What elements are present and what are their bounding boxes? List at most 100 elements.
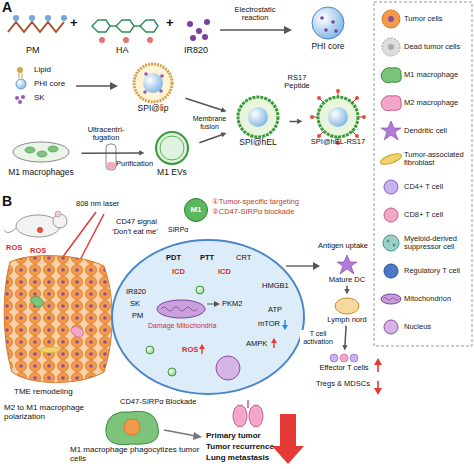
connector: [342, 326, 347, 351]
legend-text: M2 macrophage: [404, 99, 458, 107]
text-label: TME remodeling: [14, 388, 94, 397]
arrow-head: [344, 289, 349, 294]
connector-line: [289, 121, 297, 123]
connector: [289, 119, 302, 124]
node-label: SPI@hEL-RS17: [304, 138, 372, 146]
legend-item: M1 macrophage: [404, 62, 472, 88]
picture-space: [2, 130, 80, 168]
legend-text: Myeloid-derived suppressor cell: [404, 235, 472, 252]
connector-line: [345, 326, 346, 346]
edge-label: Membrane fusion: [191, 115, 228, 130]
text-label: HMGB1: [262, 282, 289, 290]
picture-space: [304, 96, 372, 138]
text-label: ‘Don’t eat me’: [112, 228, 158, 236]
node-label: Lymph nord: [322, 316, 372, 324]
picture-space: [228, 96, 288, 138]
text-label: Tregs & MDSCs: [316, 380, 374, 388]
picture-space: [296, 4, 360, 42]
text-label: HA: [116, 46, 129, 56]
text-label: Purification: [116, 160, 158, 168]
node-label: SPI@lip: [122, 104, 184, 113]
text-label: 808 nm laser: [76, 200, 119, 208]
legend-item: Tumor-associated fibroblast: [404, 146, 472, 172]
text-label: ROS: [6, 244, 22, 252]
node-label: SPI@hEL: [228, 138, 288, 147]
text-label: A: [2, 0, 12, 15]
edge-label: RS17 Peptide: [276, 74, 318, 91]
node-label: PHI core: [296, 42, 360, 51]
text-label: PM: [26, 46, 40, 56]
vesicle-node: M1 EVs: [146, 128, 198, 177]
picture-space: [322, 296, 372, 316]
legend-text: Tumor cells: [404, 15, 442, 23]
text-label: M1 macrophage phagocytizes tumor cells: [70, 446, 200, 464]
arrow-head: [221, 107, 227, 112]
legend-item: M2 macrophage: [404, 90, 472, 116]
legend-item: CD8+ T cell: [404, 202, 472, 228]
text-label: Damage Mitochondria: [148, 322, 220, 330]
node-label: Effector T cells: [316, 364, 372, 372]
picture-space: [322, 254, 372, 276]
text-label: SK: [130, 300, 140, 308]
legend-text: Dendritic cell: [404, 127, 447, 135]
text-label: Electrostatic reaction: [222, 6, 288, 23]
text-label: Tumor recurrence: [206, 443, 274, 452]
organ-node: Lymph nord: [322, 296, 372, 324]
text-label: M2 to M1 macrophage polarization: [4, 404, 96, 422]
particle-node: SPI@hEL-RS17: [304, 96, 372, 146]
text-label: CD47-SIRPα Blockade: [120, 398, 220, 406]
node-label: M1: [190, 206, 201, 215]
text-label: SIRPα: [168, 226, 188, 234]
text-label: ICD: [218, 268, 231, 276]
text-label: PHI core: [34, 80, 65, 89]
arrow-head: [221, 132, 227, 137]
text-label: ICD: [172, 268, 185, 276]
text-label: PTT: [200, 254, 214, 262]
text-label: mTOR: [258, 320, 280, 328]
legend-text: Dead tumor cells: [404, 43, 460, 51]
cell-node: Mature DC: [322, 254, 372, 284]
text-label: ②CD47-SIRPα blockade: [212, 208, 294, 216]
arrow-head: [342, 345, 347, 351]
node-label: Mature DC: [322, 276, 372, 284]
legend-text: Regulatory T cell: [404, 267, 460, 275]
text-label: Lipid: [34, 66, 51, 75]
legend-text: Tumor-associated fibroblast: [404, 151, 472, 168]
particle-node: PHI core: [296, 4, 360, 51]
text-label: Primary tumor: [206, 432, 261, 441]
text-label: SK: [34, 94, 45, 103]
text-label: B: [2, 194, 12, 209]
connector-line: [81, 152, 139, 154]
connector: [344, 286, 349, 295]
node-label: M1 EVs: [146, 168, 198, 177]
picture-space: [316, 352, 372, 364]
text-label: +: [70, 16, 78, 30]
connector-line: [185, 98, 221, 110]
text-label: AMPK: [246, 340, 267, 348]
legend-item: Tumor cells: [404, 6, 472, 32]
connector: [199, 132, 226, 142]
legend-item: Dendritic cell: [404, 118, 472, 144]
text-label: CRT: [236, 254, 251, 262]
connector: [81, 150, 144, 155]
m1-cell: M1: [184, 198, 208, 222]
text-label: Lung metastasis: [206, 454, 269, 463]
particle-node: SPI@hEL: [228, 96, 288, 147]
picture-space: [122, 62, 184, 104]
text-label: PKM2: [222, 300, 242, 308]
legend-text: Nucleus: [404, 323, 431, 331]
edge-label: Ultracentri-fugation: [82, 126, 130, 143]
cell-node: Effector T cells: [316, 352, 372, 372]
legend-item: CD4+ T cell: [404, 174, 472, 200]
text-label: ROS: [182, 346, 198, 354]
cell-culture-node: M1 macrophages: [2, 130, 80, 177]
text-label: ROS: [30, 247, 46, 255]
legend-item: Nucleus: [404, 314, 472, 340]
text-label: IR820: [126, 288, 146, 296]
node-label: M1 macrophages: [2, 168, 80, 177]
connector-line: [199, 135, 221, 143]
text-label: ①Tumor-specific targeting: [212, 198, 299, 206]
